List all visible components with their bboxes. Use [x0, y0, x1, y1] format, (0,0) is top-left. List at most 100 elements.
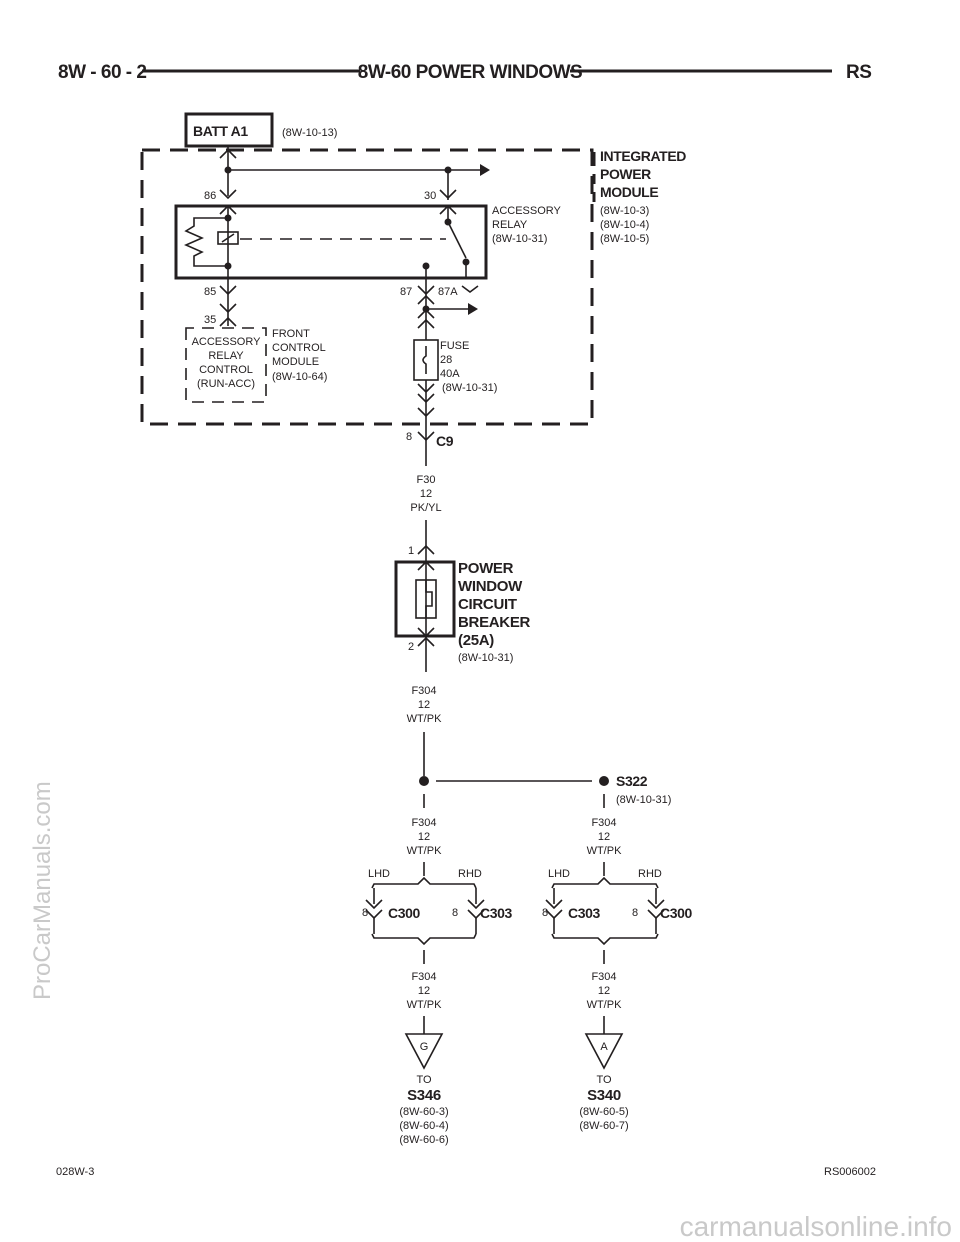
header-page-number: 8W - 60 - 2	[58, 62, 146, 83]
relay-pin-87: 87	[400, 286, 412, 298]
wire-right-gauge: 12	[598, 831, 610, 843]
side-watermark: ProCarManuals.com	[29, 781, 56, 1000]
front-control-module: 35 ACCESSORY RELAY CONTROL (RUN-ACC) FRO…	[185, 303, 327, 403]
bottom-watermark: carmanualsonline.info	[680, 1211, 952, 1242]
batt-feed	[219, 146, 490, 200]
c9-pin: 8	[406, 431, 412, 443]
relay-label-2: RELAY	[492, 219, 528, 231]
s322-name: S322	[616, 773, 648, 789]
left-pin-b: 8	[452, 907, 458, 919]
bus-arrow	[480, 164, 490, 176]
fcm-label-2: CONTROL	[272, 342, 326, 354]
right-conn-b: C300	[660, 905, 692, 921]
breaker-title-2: WINDOW	[458, 578, 523, 595]
wire-left-circuit: F304	[411, 817, 436, 829]
relay-switch-arm	[447, 221, 467, 259]
batt-box	[184, 112, 274, 148]
ipm-boundary	[140, 148, 594, 426]
fuse-label-4: (8W-10-31)	[442, 382, 497, 394]
dest-a-name: S340	[587, 1087, 621, 1104]
relay-pin-87a: 87A	[438, 286, 458, 298]
fcm-box	[185, 327, 267, 403]
dest-g-to: TO	[416, 1074, 432, 1086]
page-header: 8W - 60 - 2 8W-60 POWER WINDOWS RS	[58, 62, 872, 83]
fcm-box-line-4: (RUN-ACC)	[197, 378, 255, 390]
wire-right-bottom-color: WT/PK	[587, 999, 622, 1011]
splice-s322: S322 (8W-10-31)	[419, 773, 671, 808]
fcm-label-4: (8W-10-64)	[272, 371, 327, 383]
wire-f30-gauge: 12	[420, 488, 432, 500]
fuse-28: FUSE 28 40A (8W-10-31)	[413, 294, 497, 440]
wire-f30-color: PK/YL	[410, 502, 441, 514]
batt-a1: BATT A1 (8W-10-13)	[184, 112, 337, 148]
breaker-pin-2: 2	[408, 641, 414, 653]
header-title: 8W-60 POWER WINDOWS	[358, 62, 582, 83]
fuse-label-1: FUSE	[440, 340, 469, 352]
wire-left-gauge: 12	[418, 831, 430, 843]
ipm-label: INTEGRATED POWER MODULE (8W-10-3) (8W-10…	[592, 148, 687, 245]
breaker-pin-1: 1	[408, 545, 414, 557]
right-rhd: RHD	[638, 868, 662, 880]
breaker-title-5: (25A)	[458, 632, 494, 649]
dest-a-letter: A	[600, 1041, 608, 1053]
right-lhd: LHD	[548, 868, 570, 880]
power-window-circuit-breaker: 1 2 POWER WINDOW CIRCUIT BREAKER (25A) (…	[394, 544, 531, 672]
relay-box	[174, 204, 488, 280]
ipm-title-2: POWER	[600, 166, 651, 182]
ipm-ref-2: (8W-10-4)	[600, 219, 649, 231]
wire2-color: WT/PK	[407, 713, 442, 725]
dest-g-triangle	[404, 1033, 444, 1070]
dest-a-triangle	[584, 1033, 624, 1070]
fcm-box-line-2: RELAY	[208, 350, 244, 362]
batt-label: BATT A1	[193, 123, 248, 139]
fcm-box-line-3: CONTROL	[199, 364, 253, 376]
left-conn-b: C303	[480, 905, 512, 921]
breaker-title-4: BREAKER	[458, 614, 531, 631]
relay-pin-86: 86	[204, 190, 216, 202]
footer-left-code: 028W-3	[56, 1166, 94, 1178]
wire2-circuit: F304	[411, 685, 436, 697]
wire-right-bottom-circuit: F304	[591, 971, 616, 983]
wire-left-bottom-circuit: F304	[411, 971, 436, 983]
breaker-title-1: POWER	[458, 560, 514, 577]
ipm-title-3: MODULE	[600, 184, 658, 200]
right-pin-a: 8	[542, 907, 548, 919]
c9-name: C9	[436, 433, 454, 449]
batt-ref: (8W-10-13)	[282, 127, 337, 139]
wire-f30-circuit: F30	[417, 474, 436, 486]
page-footer: 028W-3 RS006002	[56, 1166, 876, 1178]
ipm-ref-1: (8W-10-3)	[600, 205, 649, 217]
dest-g-name: S346	[407, 1087, 441, 1104]
dest-g-letter: G	[420, 1041, 429, 1053]
breaker-title-3: CIRCUIT	[458, 596, 517, 613]
left-branch: F304 12 WT/PK LHD RHD 8 C300 8 C303 F304…	[362, 817, 513, 1146]
dest-g-ref-3: (8W-60-6)	[399, 1134, 448, 1146]
fcm-label-1: FRONT	[272, 328, 310, 340]
right-pin-b: 8	[632, 907, 638, 919]
breaker-element	[425, 580, 433, 618]
wire-left-bottom-gauge: 12	[418, 985, 430, 997]
footer-right-code: RS006002	[824, 1166, 876, 1178]
dest-g-ref-2: (8W-60-4)	[399, 1120, 448, 1132]
left-pin-a: 8	[362, 907, 368, 919]
s322-ref: (8W-10-31)	[616, 794, 671, 806]
relay-label-3: (8W-10-31)	[492, 233, 547, 245]
right-conn-a: C303	[568, 905, 600, 921]
dest-a-ref-1: (8W-60-5)	[579, 1106, 628, 1118]
ipm-title-1: INTEGRATED	[600, 148, 686, 164]
left-conn-a: C300	[388, 905, 420, 921]
wire2-gauge: 12	[418, 699, 430, 711]
dest-a-ref-2: (8W-60-7)	[579, 1120, 628, 1132]
wire-f304-main: F304 12 WT/PK	[407, 685, 442, 776]
wire-right-color: WT/PK	[587, 845, 622, 857]
left-lhd: LHD	[368, 868, 390, 880]
wire-right-bottom-gauge: 12	[598, 985, 610, 997]
connector-c9: 8 C9	[406, 431, 454, 466]
wire-left-color: WT/PK	[407, 845, 442, 857]
wire-right-circuit: F304	[591, 817, 616, 829]
wire-f30: F30 12 PK/YL	[410, 474, 442, 562]
wire-left-bottom-color: WT/PK	[407, 999, 442, 1011]
fuse-element	[422, 346, 427, 374]
relay-pin-30: 30	[424, 190, 436, 202]
